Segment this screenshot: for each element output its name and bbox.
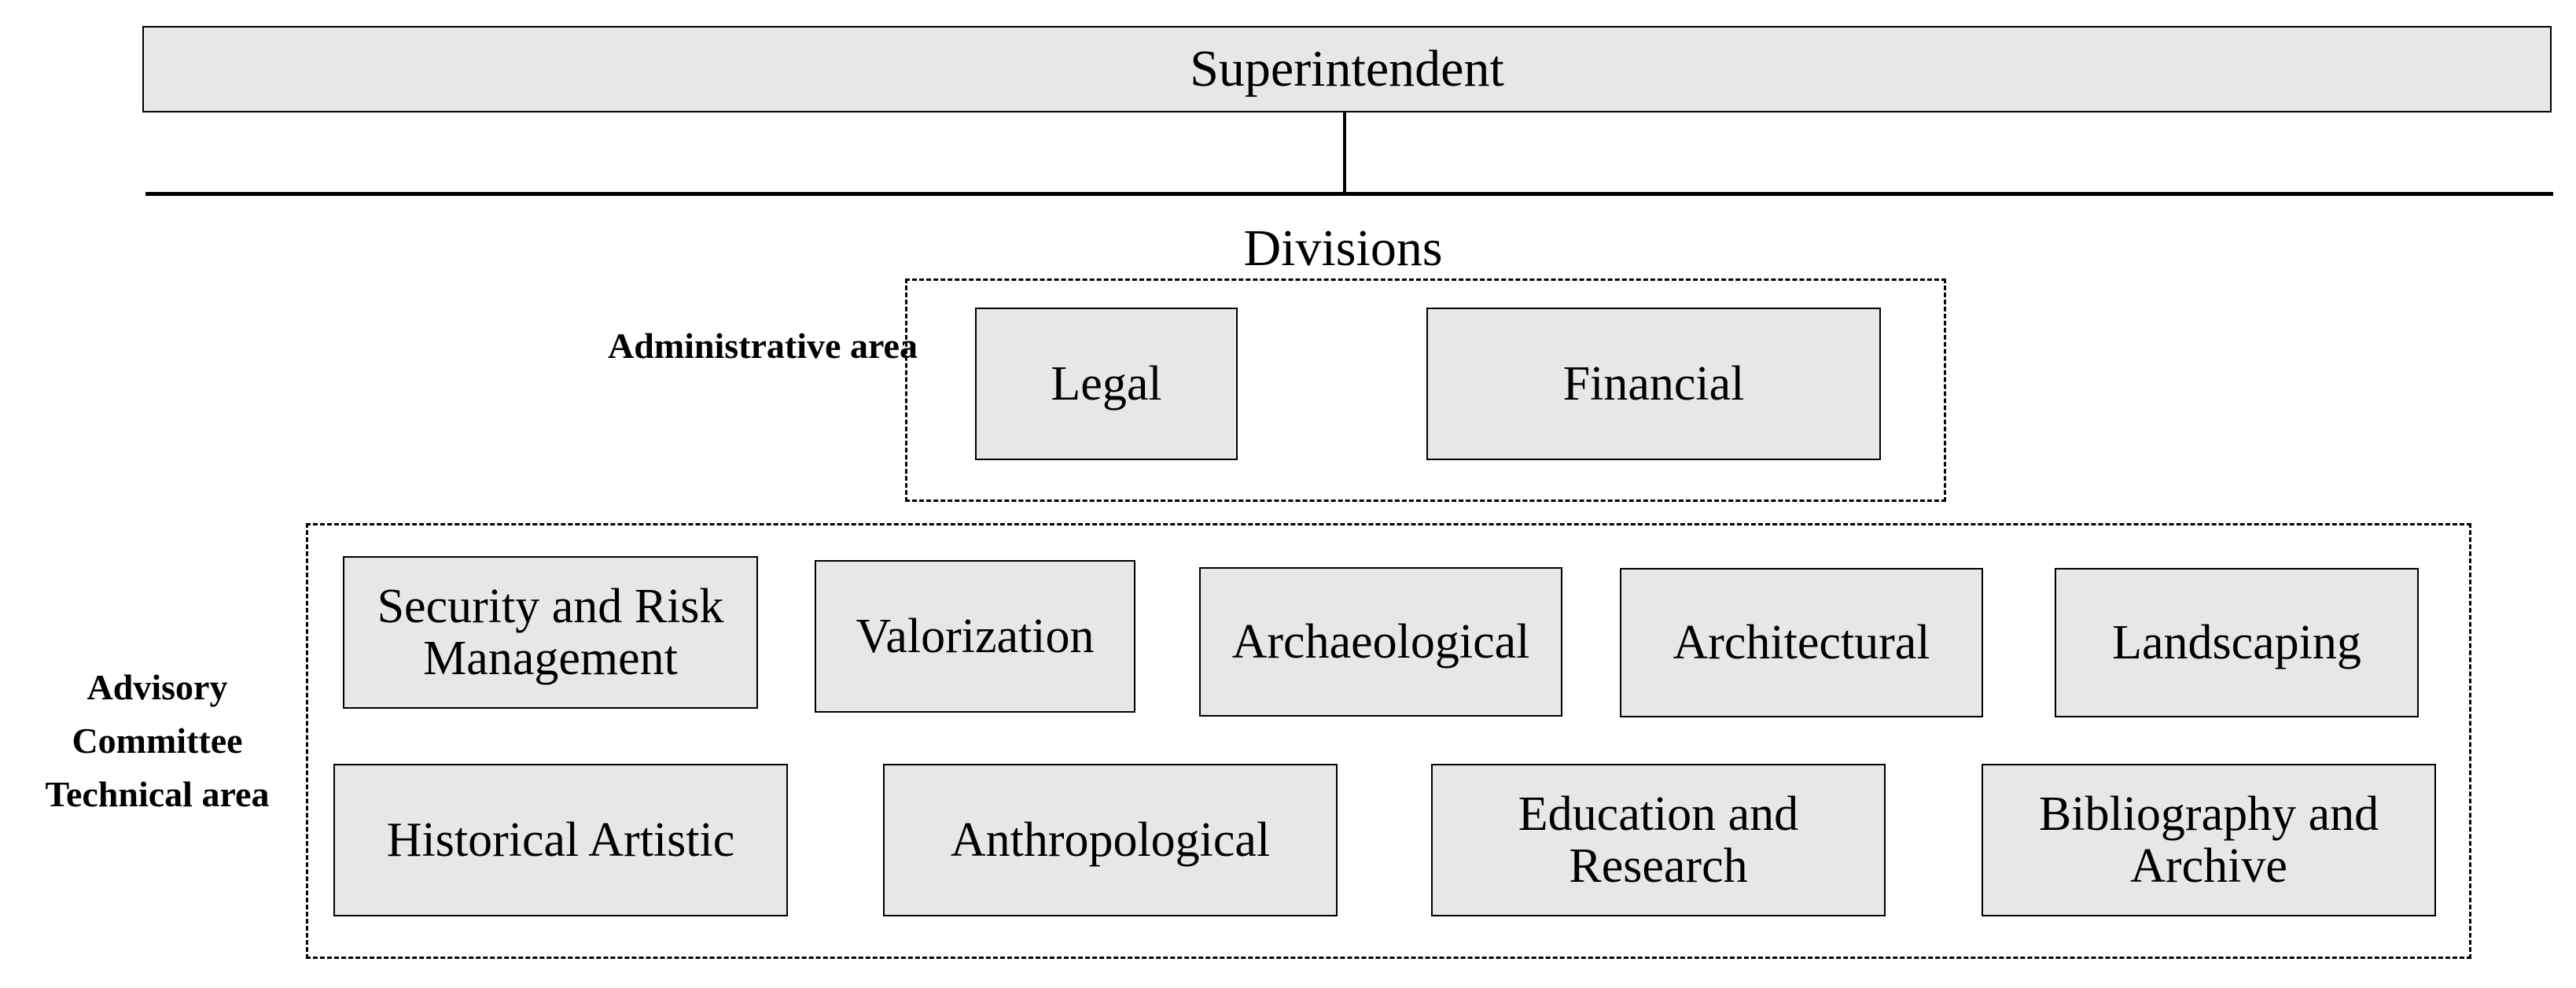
divisions-heading: Divisions <box>1243 219 1443 277</box>
division-label: Architectural <box>1673 616 1930 669</box>
division-label: Valorization <box>856 610 1095 663</box>
division-security-risk: Security and Risk Management <box>343 556 758 709</box>
division-architectural: Architectural <box>1620 568 1983 717</box>
technical-area-text: Advisory Committee Technical area <box>45 667 270 814</box>
technical-area-group <box>306 523 2471 959</box>
superintendent-box: Superintendent <box>142 26 2552 112</box>
division-label: Financial <box>1562 357 1745 411</box>
superintendent-label: Superintendent <box>1190 40 1504 98</box>
connector-line <box>1343 112 1346 194</box>
administrative-area-label: Administrative area <box>605 319 920 373</box>
division-bibliography-archive: Bibliography and Archive <box>1982 764 2436 916</box>
division-legal: Legal <box>975 308 1238 460</box>
division-label: Bibliography and Archive <box>2038 787 2379 893</box>
divisions-divider-line <box>145 192 2553 196</box>
division-anthropological: Anthropological <box>883 764 1338 916</box>
division-education-research: Education and Research <box>1431 764 1886 916</box>
administrative-area-group <box>905 278 1946 502</box>
division-landscaping: Landscaping <box>2055 568 2419 717</box>
division-financial: Financial <box>1426 308 1881 460</box>
division-historical-artistic: Historical Artistic <box>333 764 788 916</box>
division-label: Education and Research <box>1518 787 1799 893</box>
division-archaeological: Archaeological <box>1199 567 1562 717</box>
division-label: Anthropological <box>950 813 1271 867</box>
technical-area-label: Advisory Committee Technical area <box>16 661 299 821</box>
division-label: Legal <box>1051 357 1162 411</box>
division-label: Security and Risk Management <box>377 580 724 685</box>
division-valorization: Valorization <box>815 560 1135 713</box>
division-label: Landscaping <box>2112 616 2361 669</box>
division-label: Historical Artistic <box>386 813 735 867</box>
division-label: Archaeological <box>1231 615 1530 669</box>
administrative-area-text: Administrative area <box>608 326 918 366</box>
